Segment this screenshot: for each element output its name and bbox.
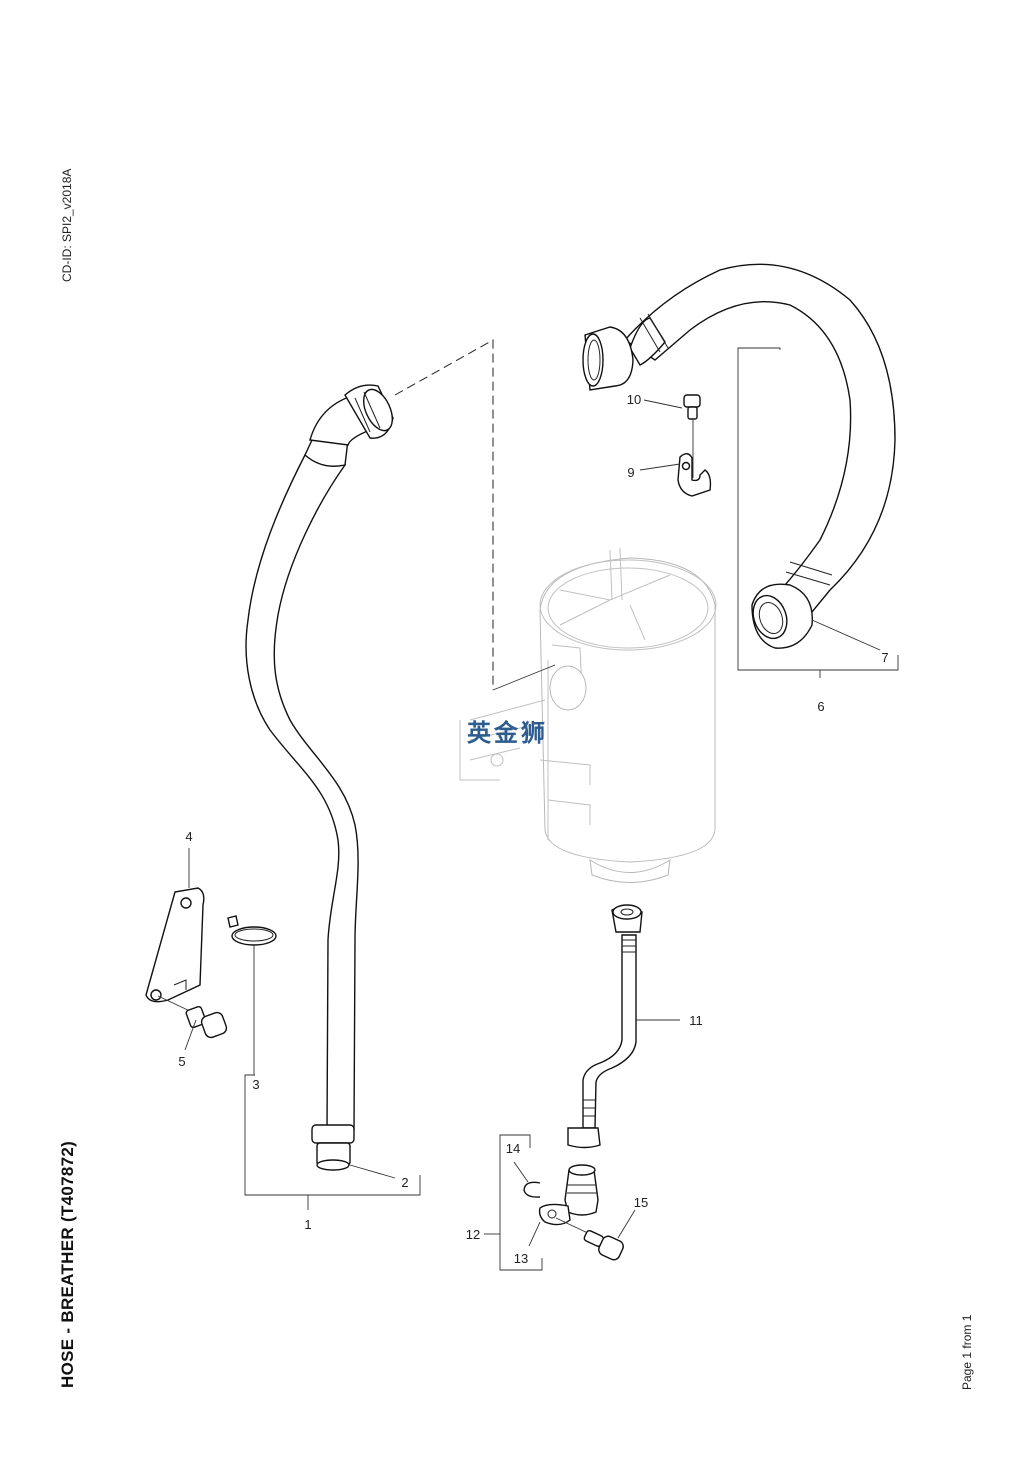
breather-housing-ghost	[459, 547, 717, 883]
callout-10: 10	[627, 392, 641, 407]
breather-hose-part-1	[245, 384, 394, 1171]
clip-part-3	[227, 915, 277, 946]
callout-7: 7	[881, 650, 888, 665]
callout-4: 4	[185, 829, 192, 844]
watermark-logo: 英金狮	[467, 719, 548, 747]
upper-hose-part-6	[582, 263, 896, 649]
callout-leaders	[184, 347, 899, 1271]
flange-bolt-part-15	[555, 1217, 624, 1261]
drain-pipe-part-11	[567, 904, 643, 1149]
callout-12: 12	[466, 1227, 480, 1242]
callout-15: 15	[634, 1195, 648, 1210]
callout-labels: 1 2 3 4 5 6 7 9 10 11 12 13 14 15	[178, 392, 888, 1266]
connector-part-13	[538, 1164, 599, 1226]
callout-5: 5	[178, 1054, 185, 1069]
callout-6: 6	[817, 699, 824, 714]
callout-13: 13	[514, 1251, 528, 1266]
connection-dash-line	[394, 339, 556, 691]
callout-9: 9	[627, 465, 634, 480]
callout-14: 14	[506, 1141, 520, 1156]
bolt-part-5	[157, 995, 228, 1039]
callout-2: 2	[401, 1175, 408, 1190]
callout-1: 1	[304, 1217, 311, 1232]
o-ring-part-14	[523, 1181, 541, 1198]
bolt-part-10	[683, 394, 701, 478]
bracket-part-4	[145, 887, 205, 1003]
bracket-clip-part-9	[677, 453, 712, 497]
callout-11: 11	[689, 1013, 703, 1028]
callout-3: 3	[252, 1077, 259, 1092]
